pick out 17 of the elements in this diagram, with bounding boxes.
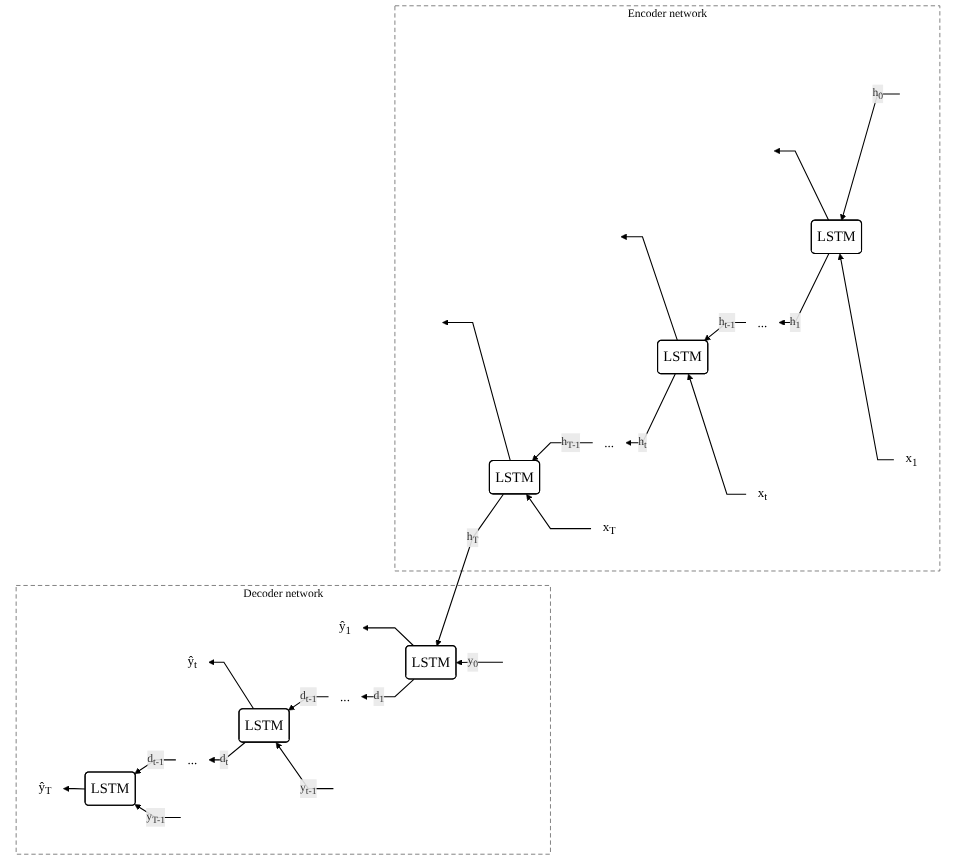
arrow [456,659,504,666]
arrow [687,373,747,495]
arrow [625,373,676,446]
arrow [620,233,678,342]
arrow [778,253,830,326]
arrow [526,493,592,530]
arrow [362,624,415,647]
arrow [840,93,901,221]
arrow [837,253,895,461]
arrow [275,742,334,790]
arrow [773,147,830,222]
arrow [208,659,255,710]
arrow [63,785,86,792]
arrow [435,493,504,647]
arrow [442,319,511,462]
arrow [361,678,415,700]
arrow [208,741,246,764]
